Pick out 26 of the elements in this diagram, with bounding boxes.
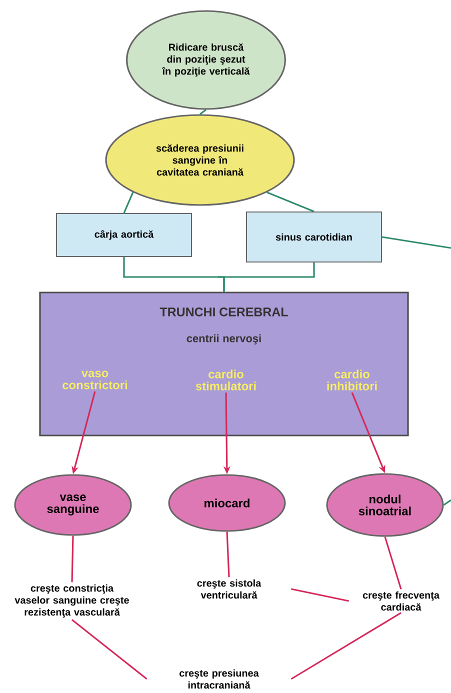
connector-line [382,236,451,249]
center-label: cardio inhibitori [327,370,377,390]
connector-line [200,109,206,115]
center-label: vaso constrictori [62,370,128,390]
connector-line [217,262,315,292]
ellipse-node: Ridicare bruscă din poziţie şezut în poziţie verticală [126,10,286,110]
ellipse-node: nodul sinoatrial [326,473,444,537]
effect-text: creşte presiunea intracraniană [180,669,259,689]
effect-text: creşte sistola ventriculară [197,579,262,599]
receptor-box: cârja aortică [56,213,192,257]
connector-line [226,532,230,578]
connector-line [290,612,402,680]
connector-line [72,619,148,680]
center-label: cardio stimulatori [196,370,256,390]
ellipse-node: miocard [168,474,286,532]
connector-line [71,536,74,582]
ellipse-node: vase sanguine [14,474,132,536]
connector-line [443,499,451,506]
connector-line [384,536,402,590]
receptor-box: sinus carotidian [246,212,382,262]
ellipse-node: scăderea presiunii sangvine în cavitatea craniană [105,114,295,206]
effect-text: creşte constricţia vaselor sanguine creşte rezistenţa vasculară [14,584,129,618]
connector-line [266,192,314,212]
effect-text: creşte frecvenţa cardiacă [362,591,440,611]
connector-line [291,588,349,602]
connector-line [123,192,134,214]
